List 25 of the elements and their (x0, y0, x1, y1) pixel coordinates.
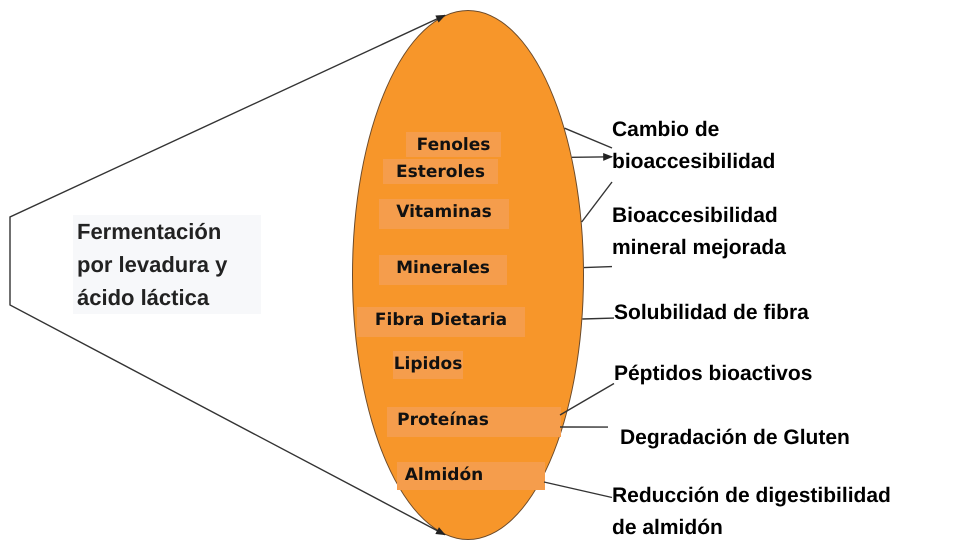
component-label: Fenoles (406, 132, 501, 157)
component-label: Proteínas (387, 407, 561, 437)
connector-line (584, 266, 612, 268)
effect-label: Reducción de digestibilidad de almidón (612, 480, 897, 550)
connector-line (560, 382, 614, 416)
arrow (9, 261, 446, 536)
connector-line (544, 481, 612, 498)
connector-line (582, 317, 614, 320)
connector-line (560, 426, 608, 428)
connector-line (564, 128, 612, 149)
effect-label: Degradación de Gluten (608, 422, 950, 456)
connector-line (581, 182, 613, 222)
component-label: Minerales (379, 255, 507, 285)
component-label: Vitaminas (379, 199, 509, 229)
fermentation-process-text: Fermentación por levadura y ácido láctica (73, 215, 261, 314)
component-label: Lipidos (393, 351, 463, 379)
effect-label: Bioaccesibilidad mineral mejorada (612, 200, 847, 268)
component-label: Almidón (397, 462, 545, 490)
component-label: Esteroles (383, 159, 498, 184)
effect-label: Cambio de bioaccesibilidad (612, 114, 852, 182)
arrow (572, 153, 613, 161)
effect-label: Péptidos bioactivos (614, 358, 914, 392)
component-label: Fibra Dietaria (357, 307, 525, 337)
arrow (9, 14, 446, 261)
effect-label: Solubilidad de fibra (614, 297, 914, 331)
